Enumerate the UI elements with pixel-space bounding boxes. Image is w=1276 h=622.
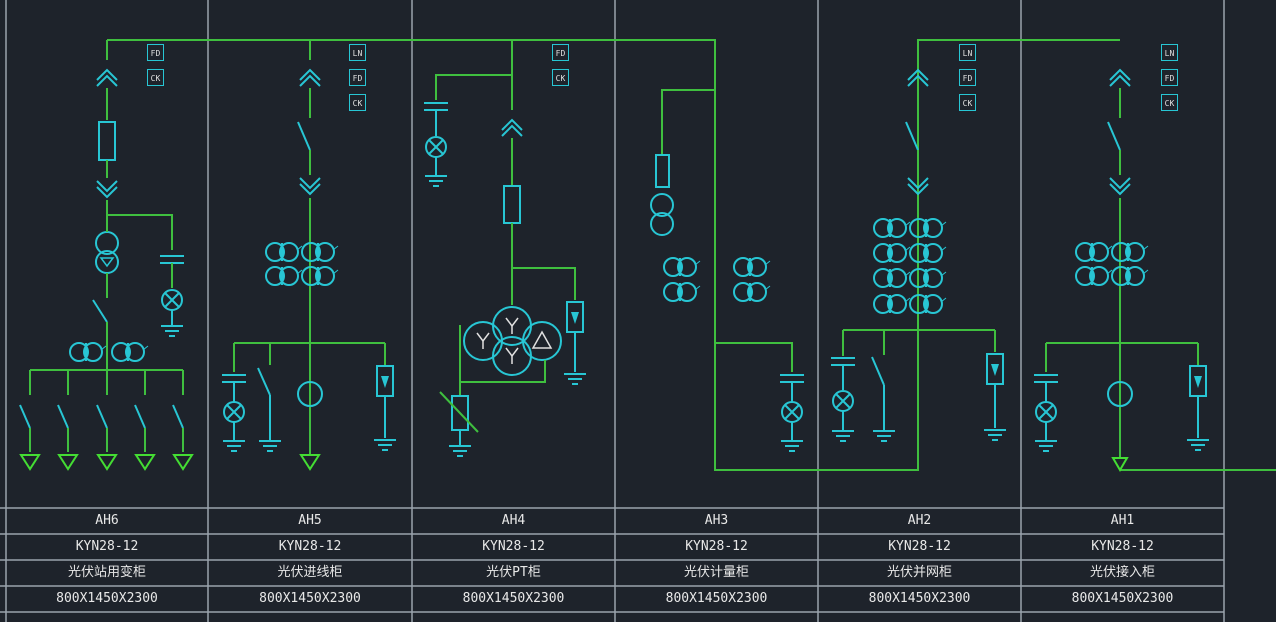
panel-model-ah3: KYN28-12	[685, 539, 748, 554]
panel-model-ah1: KYN28-12	[1091, 539, 1154, 554]
panel-ah5-schematic	[221, 69, 397, 470]
indicator-ah1-ck: CK	[1161, 94, 1178, 111]
indicator-ah6-ck: CK	[147, 69, 164, 86]
panel-ah1-schematic	[1033, 69, 1210, 472]
panel-name-ah1: 光伏接入柜	[1089, 565, 1155, 580]
indicator-ah5-ln: LN	[349, 44, 366, 61]
panel-ah4-schematic	[423, 74, 587, 457]
panel-ah2-schematic	[830, 69, 1007, 470]
panel-size-ah5: 800X1450X2300	[259, 591, 361, 606]
indicator-ah2-fd: FD	[959, 69, 976, 86]
panel-id-ah3: AH3	[704, 513, 729, 528]
panel-name-ah3: 光伏计量柜	[683, 565, 749, 580]
panel-name-ah6: 光伏站用变柜	[67, 565, 146, 580]
panel-size-ah3: 800X1450X2300	[665, 591, 768, 606]
indicator-ah4-fd: FD	[552, 44, 569, 61]
panel-name-ah4: 光伏PT柜	[486, 565, 541, 580]
indicator-ah2-ln: LN	[959, 44, 976, 61]
panel-ah6-schematic	[19, 69, 193, 470]
indicator-ah2-ck: CK	[959, 94, 976, 111]
panel-model-ah6: KYN28-12	[75, 539, 139, 554]
indicator-ah1-fd: FD	[1161, 69, 1178, 86]
panel-model-ah2: KYN28-12	[888, 539, 951, 554]
panel-model-ah4: KYN28-12	[482, 539, 545, 554]
indicator-ah6-fd: FD	[147, 44, 164, 61]
panel-id-ah6: AH6	[95, 513, 119, 528]
panel-ah3-schematic	[650, 89, 805, 452]
panel-size-ah4: 800X1450X2300	[462, 591, 565, 606]
indicator-ah5-ck: CK	[349, 94, 366, 111]
panel-size-ah6: 800X1450X2300	[56, 591, 158, 606]
indicator-ah5-fd: FD	[349, 69, 366, 86]
panel-name-ah2: 光伏并网柜	[886, 565, 952, 580]
panel-id-ah2: AH2	[907, 513, 932, 528]
panel-size-ah1: 800X1450X2300	[1071, 591, 1174, 606]
panel-id-ah5: AH5	[298, 513, 322, 528]
panel-size-ah2: 800X1450X2300	[868, 591, 971, 606]
indicator-ah4-ck: CK	[552, 69, 569, 86]
panel-name-ah5: 光伏进线柜	[277, 565, 343, 580]
indicator-ah1-ln: LN	[1161, 44, 1178, 61]
panel-model-ah5: KYN28-12	[278, 539, 342, 554]
panel-id-ah4: AH4	[501, 513, 526, 528]
panel-id-ah1: AH1	[1110, 513, 1135, 528]
